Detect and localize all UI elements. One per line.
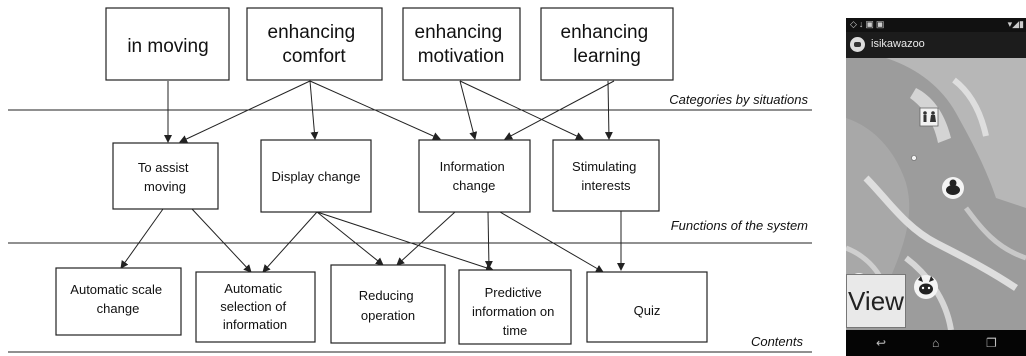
arrow-motivation-to-stimulating [459,80,584,140]
arrow-information-to-quiz [499,211,604,273]
arrow-learning-to-information [504,80,615,140]
navigation-bar: ↩ ⌂ ❐ [846,330,1026,356]
content-quiz-label: Quiz [634,303,661,318]
back-icon[interactable]: ↩ [876,336,887,350]
content-automatic-selection-label: Automatic selection of information [220,281,289,332]
arrow-comfort-to-information [309,80,441,140]
arrow-information-to-reducing [396,211,456,266]
status-bar: ◇↓▣▣ ▾◢▮ [846,18,1026,32]
situation-enhancing-motivation-label: enhancing motivation [415,22,508,67]
situation-box-enhancing-comfort [246,7,383,81]
app-logo-icon [850,37,865,52]
situation-in-moving-label: in moving [127,36,208,57]
notification-icons: ◇↓▣▣ [850,19,887,29]
function-stimulating-interests-label: Stimulating interests [572,159,640,193]
content-box-automatic-selection [195,271,316,343]
app-title: isikawazoo [871,38,925,50]
content-diagram: Categories by situations Functions of th… [8,7,812,353]
restroom-icon [919,107,939,127]
function-display-change-label: Display change [272,169,361,184]
arrow-information-to-predictive [484,211,493,269]
view-button[interactable]: View [846,274,906,328]
arrow-comfort-to-display [309,80,319,140]
content-reducing-operation-label: Reducing operation [359,288,418,323]
phone-screenshot: ◇↓▣▣ ▾◢▮ isikawazoo [846,18,1026,356]
content-automatic-scale-change-label: Automatic scale change [70,282,165,316]
arrow-display-to-predictive [316,211,494,272]
arrow-display-to-selection [262,211,318,273]
arrow-comfort-to-assist [179,80,311,143]
arrow-learning-to-stimulating [604,80,613,140]
function-assist-moving-label: To assist moving [138,160,192,194]
function-box-display-change [260,139,372,213]
situation-box-enhancing-motivation [402,7,521,81]
arrow-assist-to-selection [191,208,252,273]
content-box-quiz [586,271,708,343]
function-box-assist-moving [112,142,219,210]
situation-box-in-moving [105,7,230,81]
situation-enhancing-learning-label: enhancing learning [561,22,654,67]
content-box-automatic-scale-change [55,267,182,336]
category-contents-label: Contents [751,334,804,349]
arrow-display-to-reducing [316,211,384,266]
situation-enhancing-comfort-label: enhancing comfort [268,22,361,67]
arrow-motivation-to-information [459,80,478,140]
content-predictive-information-label: Predictive information on time [472,285,558,338]
function-information-change-label: Information change [440,159,509,193]
arrow-assist-to-scale [120,208,164,269]
recent-apps-icon[interactable]: ❐ [986,336,997,350]
category-functions-label: Functions of the system [671,218,808,233]
zoo-map[interactable] [846,58,1026,330]
situation-box-enhancing-learning [540,7,674,81]
home-icon[interactable]: ⌂ [932,336,940,350]
location-pin-icon [911,155,917,161]
app-bar: isikawazoo [846,32,1026,58]
content-box-reducing-operation [330,264,446,344]
content-box-predictive-information [458,269,572,345]
category-situations-label: Categories by situations [669,92,808,107]
function-box-stimulating-interests [552,139,660,212]
signal-battery-icon: ▾◢▮ [1007,19,1024,29]
function-box-information-change [418,139,531,213]
